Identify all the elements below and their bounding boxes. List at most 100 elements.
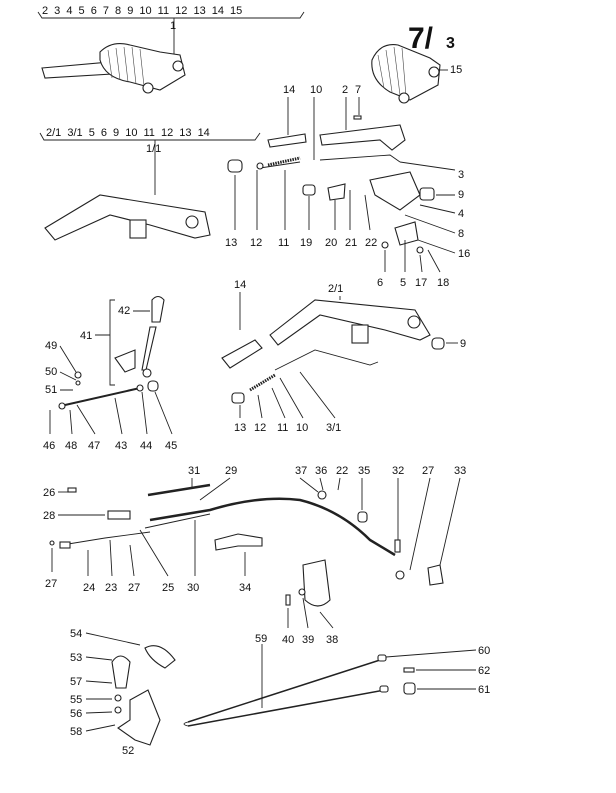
part-9-bush — [419, 187, 435, 201]
part-41-lever — [141, 326, 157, 371]
part-4-bracket — [369, 171, 421, 211]
label-6: 6 — [377, 277, 383, 289]
label-12-b: 12 — [254, 422, 266, 434]
label-48: 48 — [65, 440, 77, 452]
label-50: 50 — [45, 366, 57, 378]
label-22: 22 — [365, 237, 377, 249]
label-9: 9 — [458, 189, 464, 201]
label-27-b: 27 — [45, 578, 57, 590]
part-61-nut — [403, 682, 416, 695]
part-52-lever-bracket — [117, 689, 161, 746]
part-33-grommet — [427, 564, 444, 586]
page-number: 7/ — [408, 22, 434, 55]
label-32: 32 — [392, 465, 404, 477]
kit-1-1-contents: 2/1 3/1 5 6 9 10 11 12 13 14 — [46, 127, 210, 139]
label-8: 8 — [458, 228, 464, 240]
label-27: 27 — [422, 465, 434, 477]
label-1: 1 — [170, 20, 176, 32]
label-33: 33 — [454, 465, 466, 477]
part-15-boot — [371, 44, 448, 104]
label-5: 5 — [400, 277, 406, 289]
part-20-clip — [327, 183, 346, 201]
label-38: 38 — [326, 634, 338, 646]
part-6-washer — [381, 241, 389, 249]
label-36: 36 — [315, 465, 327, 477]
label-53: 53 — [70, 652, 82, 664]
label-26: 26 — [43, 487, 55, 499]
label-30: 30 — [187, 582, 199, 594]
label-46: 46 — [43, 440, 55, 452]
label-62: 62 — [478, 665, 490, 677]
label-60: 60 — [478, 645, 490, 657]
label-9-b: 9 — [460, 338, 466, 350]
kit-1-contents: 2 3 4 5 6 7 8 9 10 11 12 13 14 15 — [42, 5, 242, 17]
part-1-1-lever-assembly — [44, 194, 211, 241]
label-15: 15 — [450, 64, 462, 76]
label-44: 44 — [140, 440, 152, 452]
label-10-b: 10 — [296, 422, 308, 434]
label-24: 24 — [83, 582, 95, 594]
label-20: 20 — [325, 237, 337, 249]
label-39: 39 — [302, 634, 314, 646]
label-31: 31 — [188, 465, 200, 477]
part-2-1-tab — [351, 324, 369, 344]
label-45: 45 — [165, 440, 177, 452]
part-11-spring-b — [249, 373, 276, 392]
label-13: 13 — [225, 237, 237, 249]
part-34-boot — [214, 533, 263, 551]
label-19: 19 — [300, 237, 312, 249]
label-25: 25 — [162, 582, 174, 594]
label-37: 37 — [295, 465, 307, 477]
label-14-b: 14 — [234, 279, 246, 291]
part-1-handbrake-lever-with-boot — [41, 43, 186, 94]
label-13-b: 13 — [234, 422, 246, 434]
label-18: 18 — [437, 277, 449, 289]
label-56: 56 — [70, 708, 82, 720]
label-2-1: 2/1 — [328, 283, 343, 295]
part-17-nut — [416, 246, 424, 254]
part-3-rod — [259, 154, 401, 169]
part-29-cable-inner — [144, 513, 211, 529]
part-59-rod — [187, 659, 386, 727]
label-16: 16 — [458, 248, 470, 260]
label-10: 10 — [310, 84, 322, 96]
part-31-cable — [147, 483, 211, 497]
label-52: 52 — [122, 745, 134, 757]
part-54-cover — [144, 645, 176, 669]
label-43: 43 — [115, 440, 127, 452]
part-14-grip — [267, 133, 307, 148]
label-22-b: 22 — [336, 465, 348, 477]
part-13-grip — [227, 159, 243, 173]
label-2: 2 — [342, 84, 348, 96]
label-51: 51 — [45, 384, 57, 396]
label-14: 14 — [283, 84, 295, 96]
label-61: 61 — [478, 684, 490, 696]
part-2-1-lever — [269, 299, 431, 346]
label-11-b: 11 — [277, 422, 288, 434]
label-4: 4 — [458, 208, 464, 220]
label-58: 58 — [70, 726, 82, 738]
part-43-rod — [64, 387, 141, 406]
part-5-plate — [394, 221, 419, 246]
kit-1-bracket — [37, 11, 305, 60]
label-40: 40 — [282, 634, 294, 646]
part-11-spring — [267, 156, 301, 167]
part-14-grip-b — [221, 339, 263, 369]
part-53-knob — [111, 655, 131, 689]
label-3: 3 — [458, 169, 464, 181]
page-number-sub: 3 — [446, 35, 455, 52]
label-3-1: 3/1 — [326, 422, 341, 434]
part-30-cable — [149, 497, 396, 557]
label-23: 23 — [105, 582, 117, 594]
label-21: 21 — [345, 237, 357, 249]
kit-1-1-bracket — [39, 132, 261, 160]
label-55: 55 — [70, 694, 82, 706]
label-34: 34 — [239, 582, 251, 594]
part-2-lever — [319, 124, 406, 151]
label-59: 59 — [255, 633, 267, 645]
part-23-linkage — [61, 531, 151, 546]
part-62-screw — [403, 667, 415, 673]
label-54: 54 — [70, 628, 82, 640]
